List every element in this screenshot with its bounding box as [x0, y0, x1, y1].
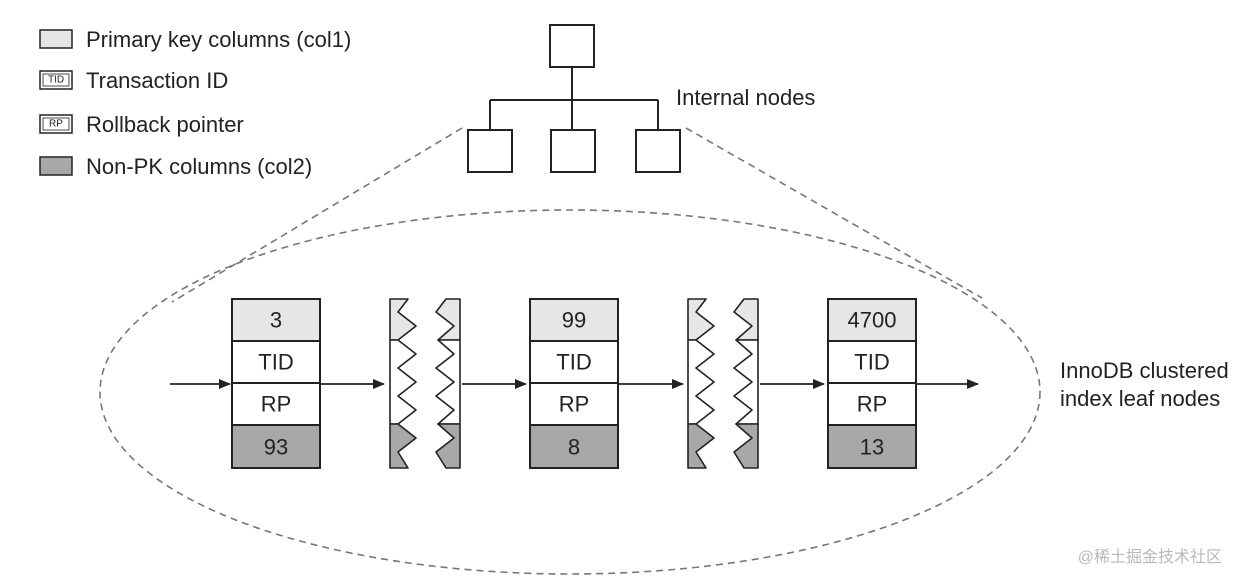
leaf-rp-value: RP [559, 392, 590, 417]
leaf-cell-tid [827, 340, 917, 384]
torn-fragment-left [687, 298, 715, 341]
leaf-cell-tid [529, 340, 619, 384]
torn-fragment-right [435, 298, 461, 341]
leaf-node-1: 3 TID RP 93 [231, 298, 321, 469]
leaf-cell-rp [231, 382, 321, 426]
torn-fragment-left [389, 298, 417, 341]
legend-swatch-rp [39, 114, 73, 134]
leaf-col2-value: 13 [860, 435, 884, 460]
internal-nodes-tree [467, 24, 681, 173]
internal-nodes-label: Internal nodes [676, 85, 815, 110]
leaf-cell-pk [529, 298, 619, 342]
zoom-lines [99, 127, 1041, 575]
internal-node-child-2 [550, 129, 596, 173]
legend-item-rp: RP Rollback pointer [39, 112, 244, 137]
legend-swatch-tid-text: TID [48, 75, 64, 86]
internal-node-child-3 [635, 129, 681, 173]
legend-swatch-tid [39, 70, 73, 90]
legend-label-pk: Primary key columns (col1) [86, 27, 351, 52]
leaf-col2-value: 8 [568, 435, 580, 460]
leaf-rp-value: RP [857, 392, 888, 417]
leaf-cell-col2 [827, 424, 917, 469]
zoom-line-left [171, 127, 463, 303]
legend-item-tid: TID Transaction ID [39, 68, 228, 93]
legend-swatch-pk [39, 29, 73, 49]
leaf-cell-col2 [231, 424, 321, 469]
legend-label-tid: Transaction ID [86, 68, 228, 93]
leaf-node-2: 99 TID RP 8 [529, 298, 619, 469]
legend-swatch-rp-text: RP [49, 119, 63, 130]
legend-item-pk: Primary key columns (col1) [39, 27, 351, 52]
legend-swatch-nonpk [39, 156, 73, 176]
legend: Primary key columns (col1) TID Transacti… [39, 27, 351, 179]
torn-fragment-gap-2 [687, 298, 759, 469]
leaf-nodes-label-line-1: InnoDB clustered [1060, 358, 1229, 383]
leaf-node-3: 4700 TID RP 13 [827, 298, 917, 469]
leaf-rp-value: RP [261, 392, 292, 417]
leaf-cell-col2 [529, 424, 619, 469]
watermark-text: @稀土掘金技术社区 [1078, 548, 1222, 566]
leaf-pk-value: 99 [562, 308, 586, 333]
internal-node-root [549, 24, 595, 68]
legend-label-rp: Rollback pointer [86, 112, 244, 137]
zoom-line-right [685, 127, 983, 299]
leaf-region-ellipse [99, 209, 1041, 575]
leaf-tid-value: TID [854, 350, 889, 375]
internal-node-child-1 [467, 129, 513, 173]
leaf-nodes-label-line-2: index leaf nodes [1060, 386, 1220, 411]
leaf-tid-value: TID [258, 350, 293, 375]
leaf-pk-value: 3 [270, 308, 282, 333]
leaf-pk-value: 4700 [848, 308, 897, 333]
leaf-cell-rp [827, 382, 917, 426]
legend-item-nonpk: Non-PK columns (col2) [39, 154, 312, 179]
leaf-col2-value: 93 [264, 435, 288, 460]
leaf-tid-value: TID [556, 350, 591, 375]
torn-fragment-gap-1 [389, 298, 461, 469]
leaf-cell-pk [231, 298, 321, 342]
legend-label-nonpk: Non-PK columns (col2) [86, 154, 312, 179]
torn-fragment-right [733, 298, 759, 341]
